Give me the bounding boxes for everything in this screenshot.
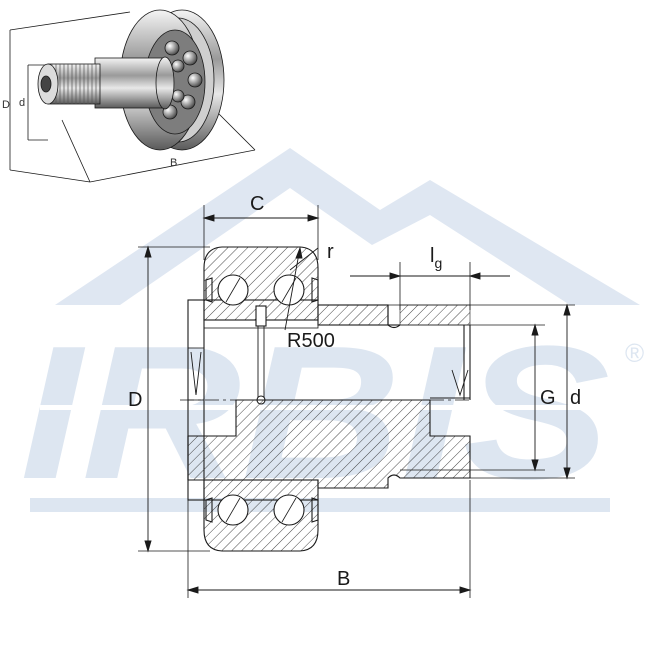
label-lg-sub: g xyxy=(434,255,442,271)
section-view xyxy=(138,205,575,598)
dimension-lines xyxy=(144,214,571,594)
label-R500: R500 xyxy=(287,330,335,352)
label-C: C xyxy=(250,193,264,215)
label-d: d xyxy=(570,387,581,409)
label-lg: lg xyxy=(430,245,442,271)
label-r: r xyxy=(327,241,334,263)
iso-label-D: D xyxy=(2,99,10,111)
isometric-view xyxy=(9,9,256,183)
label-B: B xyxy=(337,568,350,590)
iso-label-B: B xyxy=(170,157,177,169)
watermark-registered-mark: ® xyxy=(625,338,644,368)
label-D: D xyxy=(128,389,142,411)
watermark-underline xyxy=(30,498,610,512)
label-G: G xyxy=(540,387,556,409)
label-lg-main: l xyxy=(430,245,434,267)
iso-label-d: d xyxy=(19,97,25,109)
